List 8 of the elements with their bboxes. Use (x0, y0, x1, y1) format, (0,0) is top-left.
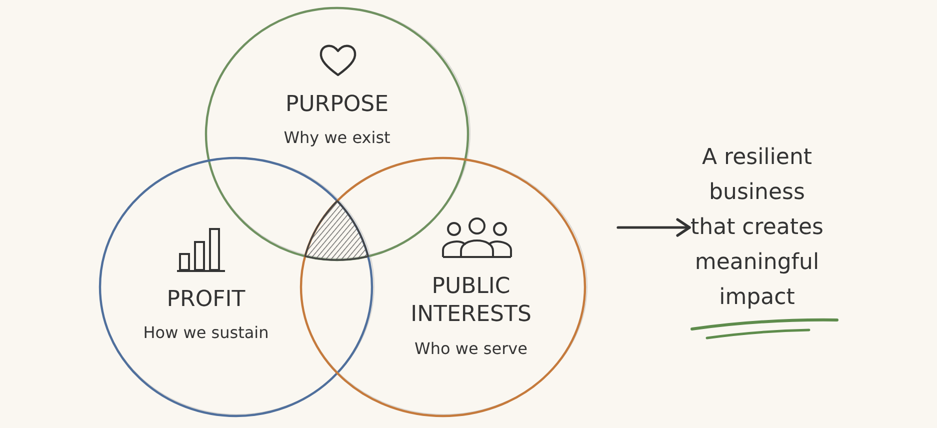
circle-heading: PUBLIC INTERESTS (410, 273, 532, 329)
arrow (616, 218, 691, 237)
circle-subtitle: Who we serve (414, 338, 528, 360)
circle-subtitle: Why we exist (282, 127, 392, 149)
circle-heading: PROFIT (166, 286, 246, 314)
circle-heading: PURPOSE (284, 91, 390, 119)
circle-subtitle: How we sustain (142, 322, 270, 344)
outcome-statement: A resilient business that creates meaningful impact (690, 140, 824, 315)
